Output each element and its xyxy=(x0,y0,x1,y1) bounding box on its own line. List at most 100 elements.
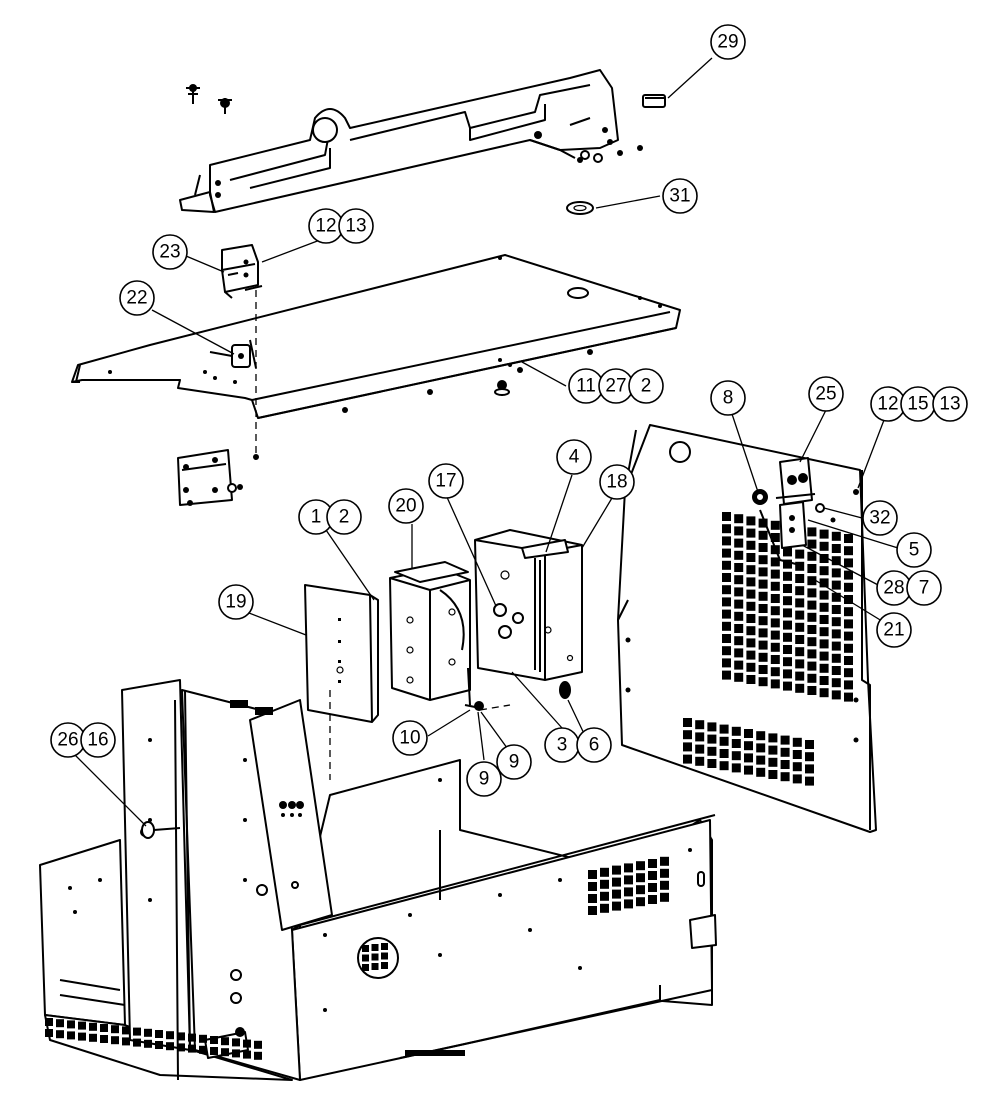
vent-slot xyxy=(783,608,792,618)
vent-slot xyxy=(792,774,802,784)
svg-text:11: 11 xyxy=(576,376,596,397)
vent-slot xyxy=(746,626,756,636)
vent-slot xyxy=(758,616,768,626)
vent-slot xyxy=(831,580,841,590)
vent-slot xyxy=(612,901,621,911)
vent-slot xyxy=(683,730,692,740)
vent-slot xyxy=(746,553,756,562)
vent-slot xyxy=(624,875,633,885)
vent-slot xyxy=(67,1031,75,1040)
vent-slot xyxy=(746,565,756,575)
vent-slot xyxy=(648,871,657,880)
vent-slot xyxy=(648,859,657,868)
vent-slot xyxy=(780,772,790,782)
svg-text:5: 5 xyxy=(909,540,920,561)
vent-slot xyxy=(624,899,633,909)
vent-slot xyxy=(719,749,729,758)
svg-text:8: 8 xyxy=(723,388,734,409)
vent-slot xyxy=(254,1051,262,1060)
top-rail-bracket xyxy=(179,69,643,213)
vent-slot xyxy=(758,518,768,528)
vent-slot xyxy=(807,661,817,671)
svg-text:3: 3 xyxy=(557,735,568,756)
main-chassis xyxy=(39,679,717,1081)
vent-slot xyxy=(819,590,829,600)
vent-slot xyxy=(844,570,853,580)
vent-slot xyxy=(770,655,780,664)
svg-text:20: 20 xyxy=(395,496,416,517)
vent-slot xyxy=(792,737,802,747)
vent-slot xyxy=(232,1049,240,1058)
vent-slot xyxy=(746,662,756,672)
callout-9: 9 xyxy=(496,744,532,780)
vent-slot xyxy=(805,752,814,762)
vent-slot xyxy=(844,558,853,568)
vent-slot xyxy=(45,1029,53,1037)
vent-slot xyxy=(734,526,744,536)
vent-slot xyxy=(770,618,780,628)
part-19-cover-plate xyxy=(304,584,379,723)
callout-12: 12 xyxy=(870,386,906,422)
vent-slot xyxy=(844,619,853,629)
vent-slot xyxy=(746,540,756,550)
vent-slot xyxy=(381,943,388,950)
vent-slot xyxy=(111,1036,119,1045)
vent-slot xyxy=(707,746,717,756)
vent-slot xyxy=(199,1034,207,1043)
vent-slot xyxy=(624,863,633,873)
vent-slot xyxy=(795,561,805,571)
part-10-cable-tie xyxy=(464,667,484,711)
right-panel-lower-vent-grid xyxy=(683,718,814,786)
vent-slot xyxy=(805,740,814,749)
vent-slot xyxy=(844,534,853,543)
svg-text:9: 9 xyxy=(509,752,520,773)
vent-slot xyxy=(155,1041,163,1049)
vent-slot xyxy=(783,645,792,654)
vent-slot xyxy=(768,745,778,755)
svg-text:15: 15 xyxy=(907,394,928,415)
vent-slot xyxy=(89,1022,97,1031)
vent-slot xyxy=(600,879,609,889)
vent-slot xyxy=(819,541,829,551)
callout-32: 32 xyxy=(862,500,898,536)
callout-17: 17 xyxy=(428,463,464,499)
part-11-screw xyxy=(494,380,510,396)
vent-slot xyxy=(770,533,780,542)
vent-slot xyxy=(731,726,741,736)
vent-slot xyxy=(807,686,817,695)
part-20-breaker-box xyxy=(389,561,471,701)
vent-slot xyxy=(624,887,633,897)
vent-slot xyxy=(844,595,853,604)
callout-15: 15 xyxy=(900,386,936,422)
vent-slot xyxy=(770,606,780,616)
vent-slot xyxy=(819,676,829,685)
svg-text:12: 12 xyxy=(315,216,336,237)
vent-slot xyxy=(362,954,369,962)
vent-slot xyxy=(758,567,768,577)
vent-slot xyxy=(756,755,766,765)
vent-slot xyxy=(210,1036,218,1044)
vent-slot xyxy=(362,945,369,952)
vent-slot xyxy=(56,1030,64,1039)
vent-slot xyxy=(734,575,744,585)
vent-slot xyxy=(122,1026,130,1035)
callout-1: 1 xyxy=(298,499,334,535)
vent-slot xyxy=(844,692,853,702)
chassis-port-grid xyxy=(362,943,388,971)
vent-slot xyxy=(722,621,731,631)
vent-slot xyxy=(744,741,753,751)
callout-4: 4 xyxy=(556,439,592,475)
vent-slot xyxy=(722,512,731,521)
part-25-bracket xyxy=(775,457,816,505)
part-26-knob xyxy=(141,821,181,839)
vent-slot xyxy=(795,659,805,669)
vent-slot xyxy=(795,574,805,583)
vent-slot xyxy=(831,605,841,614)
vent-slot xyxy=(844,656,853,665)
vent-slot xyxy=(731,739,741,748)
svg-text:32: 32 xyxy=(869,508,890,529)
vent-slot xyxy=(770,569,780,579)
vent-slot xyxy=(734,611,744,621)
callout-18: 18 xyxy=(599,464,635,500)
